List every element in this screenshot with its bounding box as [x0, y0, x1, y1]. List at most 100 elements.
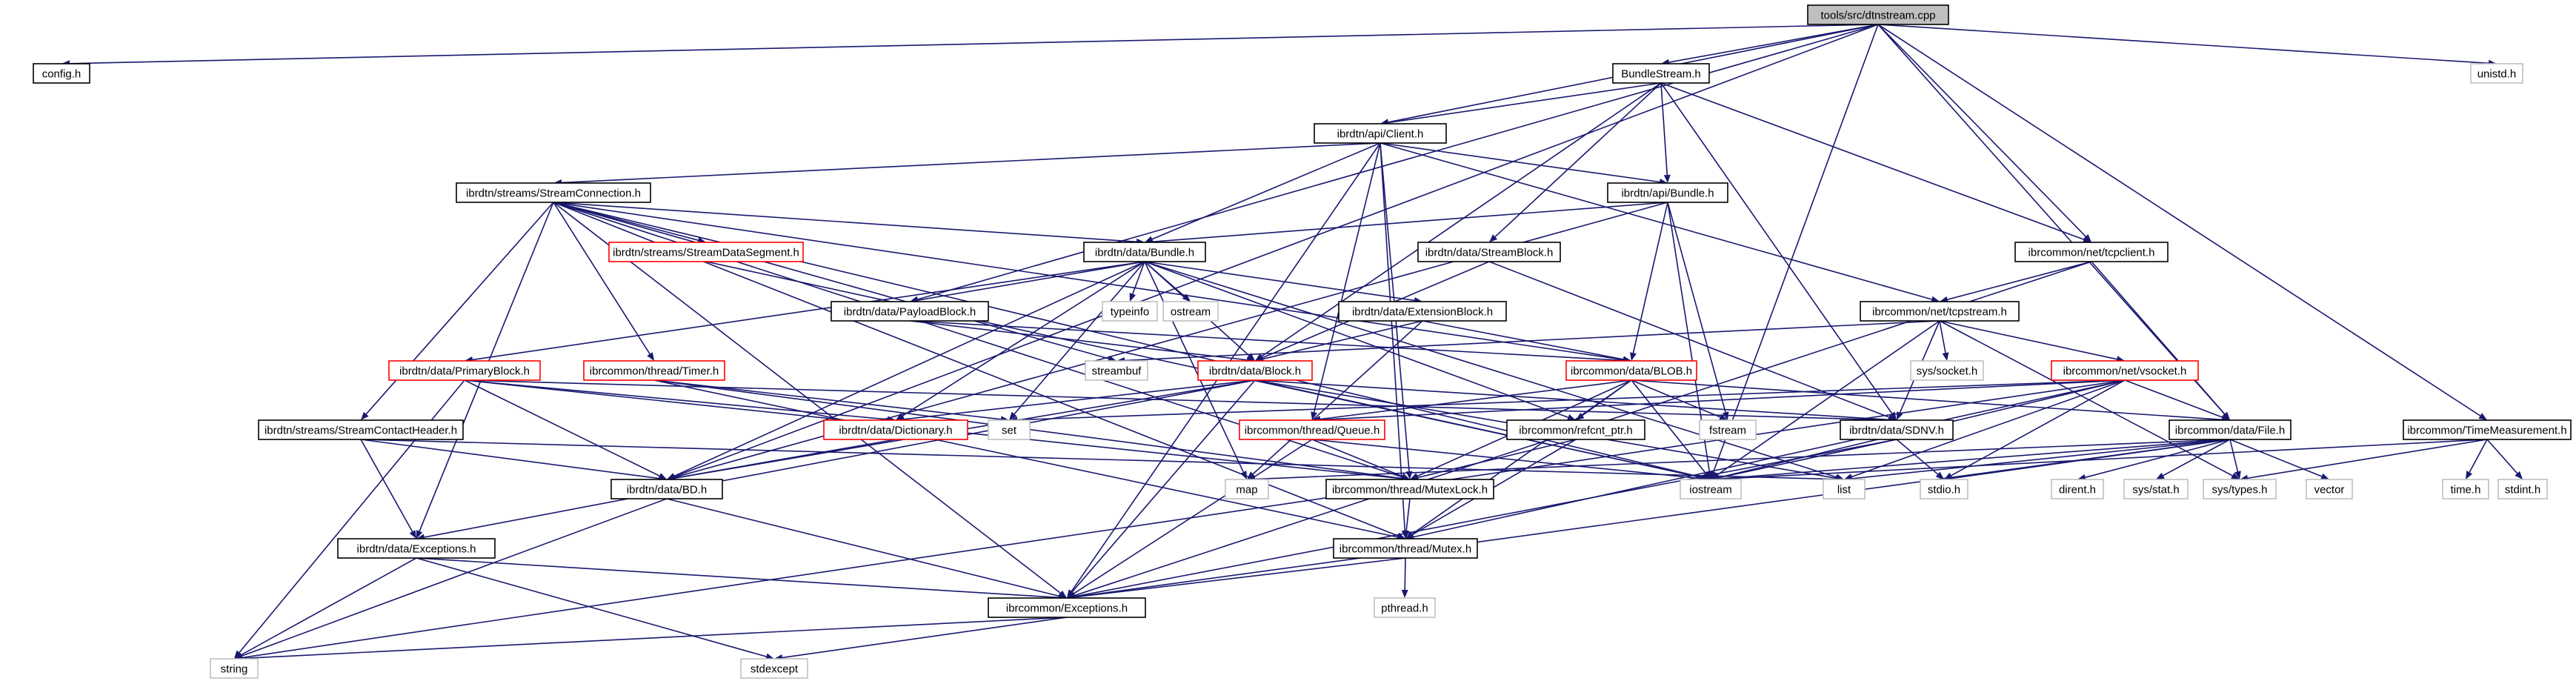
- node-box: [1680, 479, 1742, 499]
- node-dictionary[interactable]: ibrdtn/data/Dictionary.h: [823, 419, 968, 440]
- node-box: [1807, 4, 1949, 25]
- edge-client-to-apibundle: [1379, 142, 1668, 185]
- node-refcnt[interactable]: ibrcommon/refcnt_ptr.h: [1506, 419, 1645, 440]
- node-streamconn[interactable]: ibrdtn/streams/StreamConnection.h: [456, 182, 651, 203]
- edge-file-to-sysstat: [2156, 439, 2231, 479]
- node-box: [1162, 301, 1219, 322]
- edge-client-to-streamconn: [553, 142, 1381, 186]
- node-box: [740, 658, 808, 679]
- node-string[interactable]: string: [210, 658, 259, 679]
- node-label: tools/src/dtnstream.cpp: [1820, 10, 1935, 22]
- node-label: dirent.h: [2059, 484, 2096, 497]
- node-unistd[interactable]: unistd.h: [2470, 63, 2523, 84]
- node-stdexcept[interactable]: stdexcept: [740, 658, 808, 679]
- node-label: stdexcept: [750, 663, 799, 676]
- node-box: [1823, 479, 1866, 499]
- edge-root-to-timemeasure: [1877, 24, 2487, 420]
- edge-databundle-to-refcnt: [1144, 261, 1576, 421]
- node-box: [1197, 360, 1313, 381]
- node-list[interactable]: list: [1823, 479, 1866, 499]
- node-label: stdint.h: [2505, 484, 2540, 497]
- node-label: ibrcommon/thread/Timer.h: [590, 365, 719, 378]
- node-file[interactable]: ibrcommon/data/File.h: [2169, 419, 2292, 440]
- edge-streamconn-to-streambuf: [553, 202, 1116, 362]
- node-block[interactable]: ibrdtn/data/Block.h: [1197, 360, 1313, 381]
- node-blob[interactable]: ibrcommon/data/BLOB.h: [1565, 360, 1697, 381]
- edge-cexceptions-to-stdexcept: [774, 617, 1068, 661]
- node-systypes[interactable]: sys/types.h: [2203, 479, 2277, 499]
- edge-vsocket-to-file: [2124, 379, 2230, 421]
- node-box: [2442, 479, 2489, 499]
- edge-file-to-list: [1844, 439, 2231, 482]
- node-box: [1860, 301, 2020, 322]
- node-syssocket[interactable]: sys/socket.h: [1910, 360, 1984, 381]
- node-ostream[interactable]: ostream: [1162, 301, 1219, 322]
- edge-streamcontacthdr-to-dataexceptions: [360, 439, 416, 539]
- edge-client-to-tcpstream: [1379, 142, 1940, 303]
- edge-timer-to-mutex: [653, 379, 1405, 541]
- node-label: ibrcommon/data/BLOB.h: [1571, 365, 1692, 378]
- edge-root-to-config: [61, 24, 1879, 67]
- node-cexceptions[interactable]: ibrcommon/Exceptions.h: [988, 597, 1146, 618]
- node-sdnv[interactable]: ibrdtn/data/SDNV.h: [1840, 419, 1954, 440]
- node-dataexceptions[interactable]: ibrdtn/data/Exceptions.h: [337, 538, 496, 559]
- edge-streamcontacthdr-to-list: [360, 439, 1844, 483]
- node-tcpstream[interactable]: ibrcommon/net/tcpstream.h: [1860, 301, 2020, 322]
- node-streamblock[interactable]: ibrdtn/data/StreamBlock.h: [1417, 242, 1561, 262]
- node-sysstat[interactable]: sys/stat.h: [2123, 479, 2189, 499]
- edge-bd-to-cexceptions: [666, 498, 1067, 600]
- node-box: [388, 360, 541, 381]
- node-typeinfo[interactable]: typeinfo: [1102, 301, 1158, 322]
- node-label: ibrcommon/thread/MutexLock.h: [1332, 484, 1488, 497]
- edge-tcpstream-to-syssocket: [1939, 320, 1949, 361]
- node-mutex[interactable]: ibrcommon/thread/Mutex.h: [1333, 538, 1478, 559]
- node-vsocket[interactable]: ibrcommon/net/vsocket.h: [2051, 360, 2199, 381]
- node-config[interactable]: config.h: [33, 63, 90, 84]
- node-set[interactable]: set: [988, 419, 1031, 440]
- node-map[interactable]: map: [1225, 479, 1269, 499]
- node-bundlestream[interactable]: BundleStream.h: [1612, 63, 1710, 84]
- node-label: ibrdtn/data/Bundle.h: [1095, 247, 1194, 259]
- node-timer[interactable]: ibrcommon/thread/Timer.h: [583, 360, 725, 381]
- edge-vsocket-to-stdio: [1944, 379, 2126, 479]
- node-streambuf[interactable]: streambuf: [1085, 360, 1148, 381]
- edge-extblock-to-map: [1247, 320, 1423, 479]
- node-timeh[interactable]: time.h: [2442, 479, 2489, 499]
- node-stdio[interactable]: stdio.h: [1920, 479, 1968, 499]
- node-client[interactable]: ibrdtn/api/Client.h: [1314, 123, 1447, 144]
- node-pthread[interactable]: pthread.h: [1374, 597, 1436, 618]
- node-box: [2014, 242, 2169, 262]
- node-label: set: [1002, 425, 1017, 437]
- edge-databundle-to-set: [1009, 261, 1145, 420]
- node-extblock[interactable]: ibrdtn/data/ExtensionBlock.h: [1338, 301, 1507, 322]
- node-box: [1085, 360, 1148, 381]
- node-box: [1417, 242, 1561, 262]
- node-timemeasure[interactable]: ibrcommon/TimeMeasurement.h: [2403, 419, 2572, 440]
- node-label: ibrdtn/data/Exceptions.h: [357, 543, 476, 556]
- node-box: [2123, 479, 2189, 499]
- node-box: [456, 182, 651, 203]
- node-label: config.h: [42, 68, 81, 81]
- node-databundle[interactable]: ibrdtn/data/Bundle.h: [1083, 242, 1206, 262]
- node-label: ostream: [1171, 306, 1211, 319]
- node-label: ibrdtn/streams/StreamDataSegment.h: [613, 247, 799, 259]
- node-streamdataseg[interactable]: ibrdtn/streams/StreamDataSegment.h: [608, 242, 804, 262]
- edge-root-to-iostream: [1710, 24, 1879, 479]
- node-primaryblock[interactable]: ibrdtn/data/PrimaryBlock.h: [388, 360, 541, 381]
- node-fstream[interactable]: fstream: [1699, 419, 1757, 440]
- node-box: [988, 419, 1031, 440]
- node-tcpclient[interactable]: ibrcommon/net/tcpclient.h: [2014, 242, 2169, 262]
- node-label: ibrcommon/thread/Queue.h: [1245, 425, 1380, 437]
- node-bd[interactable]: ibrdtn/data/BD.h: [610, 479, 723, 499]
- node-stdint[interactable]: stdint.h: [2497, 479, 2548, 499]
- node-root[interactable]: tools/src/dtnstream.cpp: [1807, 4, 1949, 25]
- node-dirent[interactable]: dirent.h: [2051, 479, 2104, 499]
- node-apibundle[interactable]: ibrdtn/api/Bundle.h: [1607, 182, 1728, 203]
- node-mutexlock[interactable]: ibrcommon/thread/MutexLock.h: [1325, 479, 1494, 499]
- node-box: [258, 419, 464, 440]
- node-iostream[interactable]: iostream: [1680, 479, 1742, 499]
- node-vector[interactable]: vector: [2306, 479, 2353, 499]
- node-payloadblock[interactable]: ibrdtn/data/PayloadBlock.h: [831, 301, 989, 322]
- node-queue[interactable]: ibrcommon/thread/Queue.h: [1239, 419, 1385, 440]
- node-streamcontacthdr[interactable]: ibrdtn/streams/StreamContactHeader.h: [258, 419, 464, 440]
